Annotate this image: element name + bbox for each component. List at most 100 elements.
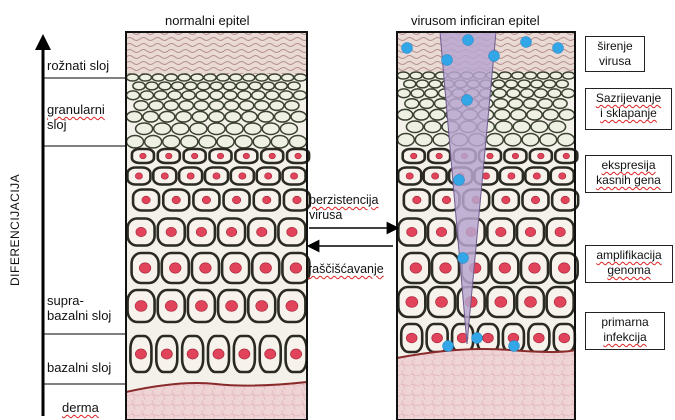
- layer-label-suprabasal: supra-bazalni sloj: [47, 293, 111, 323]
- flattened-cell: [553, 99, 567, 109]
- flattened-cell: [172, 82, 184, 90]
- flattened-cell: [262, 82, 274, 90]
- layer-label-keratin: rožnati sloj: [47, 58, 109, 73]
- flattened-cell: [164, 101, 178, 111]
- flattened-cell: [549, 121, 566, 133]
- flattened-cell: [146, 82, 158, 90]
- flattened-cell: [168, 91, 181, 100]
- cell-nucleus: [410, 263, 422, 273]
- flattened-cell: [165, 74, 177, 81]
- stage-genome-amplification: amplifikacijagenoma: [585, 245, 673, 283]
- layer-label-dermis: derma: [62, 400, 99, 415]
- cell-nucleus: [263, 196, 271, 204]
- cell-nucleus: [406, 333, 417, 343]
- cell-nucleus: [525, 297, 537, 308]
- differentiation-axis-label: DIFERENCIJACIJA: [8, 176, 22, 286]
- cell-nucleus: [217, 153, 223, 159]
- flattened-cell: [433, 134, 450, 146]
- flattened-cell: [280, 91, 293, 100]
- flattened-cell: [288, 82, 300, 90]
- cell-nucleus: [295, 153, 301, 159]
- virus-particle: [489, 51, 500, 62]
- flattened-cell: [194, 101, 208, 111]
- flattened-cell: [226, 123, 243, 135]
- flattened-cell: [179, 101, 193, 111]
- flattened-cell: [420, 99, 434, 109]
- flattened-cell: [527, 109, 542, 120]
- cell-nucleus: [257, 227, 267, 236]
- cell-nucleus: [135, 349, 146, 359]
- flattened-cell: [230, 74, 242, 81]
- virus-particle: [472, 333, 483, 344]
- flattened-cell: [133, 82, 145, 90]
- flattened-cell: [495, 109, 510, 120]
- flattened-cell: [270, 101, 284, 111]
- flattened-cell: [524, 99, 538, 109]
- flattened-cell: [499, 72, 511, 79]
- cell-nucleus: [202, 196, 210, 204]
- flattened-cell: [240, 101, 254, 111]
- cell-nucleus: [265, 173, 272, 179]
- flattened-cell: [262, 123, 279, 135]
- flattened-cell: [182, 91, 195, 100]
- flattened-cell: [512, 72, 524, 79]
- flattened-cell: [559, 109, 574, 120]
- flattened-cell: [563, 72, 575, 79]
- flattened-cell: [224, 91, 237, 100]
- flattened-cell: [511, 109, 526, 120]
- cell-nucleus: [533, 333, 544, 343]
- cell-nucleus: [142, 196, 150, 204]
- flattened-cell: [223, 82, 235, 90]
- cell-nucleus: [533, 173, 540, 179]
- flattened-cell: [185, 82, 197, 90]
- cell-nucleus: [442, 196, 450, 204]
- flattened-cell: [556, 80, 568, 88]
- cell-nucleus: [256, 301, 268, 312]
- cell-nucleus: [508, 173, 515, 179]
- differentiation-arrow-head: [35, 34, 51, 50]
- cell-nucleus: [413, 196, 421, 204]
- flattened-cell: [266, 91, 279, 100]
- cell-nucleus: [172, 196, 180, 204]
- keratin-layer-normal: [126, 32, 307, 74]
- flattened-cell: [285, 101, 299, 111]
- flattened-cell: [256, 74, 268, 81]
- flattened-cell: [209, 111, 224, 122]
- flattened-cell: [397, 89, 410, 98]
- cell-nucleus: [559, 333, 570, 343]
- flattened-cell: [415, 134, 432, 146]
- flattened-cell: [291, 111, 306, 122]
- flattened-cell: [136, 123, 153, 135]
- flattened-cell: [209, 101, 223, 111]
- flattened-cell: [406, 121, 423, 133]
- flattened-cell: [199, 136, 216, 148]
- normal-epithelium-panel: [126, 32, 310, 420]
- flattened-cell: [145, 136, 162, 148]
- flattened-cell: [531, 121, 548, 133]
- flattened-cell: [494, 99, 508, 109]
- flattened-cell: [235, 136, 252, 148]
- flattened-cell: [271, 136, 288, 148]
- cell-nucleus: [195, 301, 207, 312]
- flattened-cell: [149, 101, 163, 111]
- flattened-cell: [126, 91, 139, 100]
- flattened-cell: [152, 74, 164, 81]
- flattened-cell: [507, 89, 520, 98]
- flattened-cell: [538, 99, 552, 109]
- flattened-cell: [126, 74, 138, 81]
- flattened-cell: [493, 89, 506, 98]
- flattened-cell: [143, 111, 158, 122]
- cell-nucleus: [529, 263, 541, 273]
- cell-nucleus: [561, 196, 569, 204]
- cell-nucleus: [135, 301, 147, 312]
- flattened-cell: [196, 91, 209, 100]
- flattened-cell: [134, 101, 148, 111]
- flattened-cell: [397, 72, 409, 79]
- flattened-cell: [178, 74, 190, 81]
- flattened-cell: [140, 91, 153, 100]
- flattened-cell: [518, 80, 530, 88]
- flattened-cell: [430, 109, 445, 120]
- flattened-cell: [522, 134, 539, 146]
- cell-nucleus: [290, 263, 302, 273]
